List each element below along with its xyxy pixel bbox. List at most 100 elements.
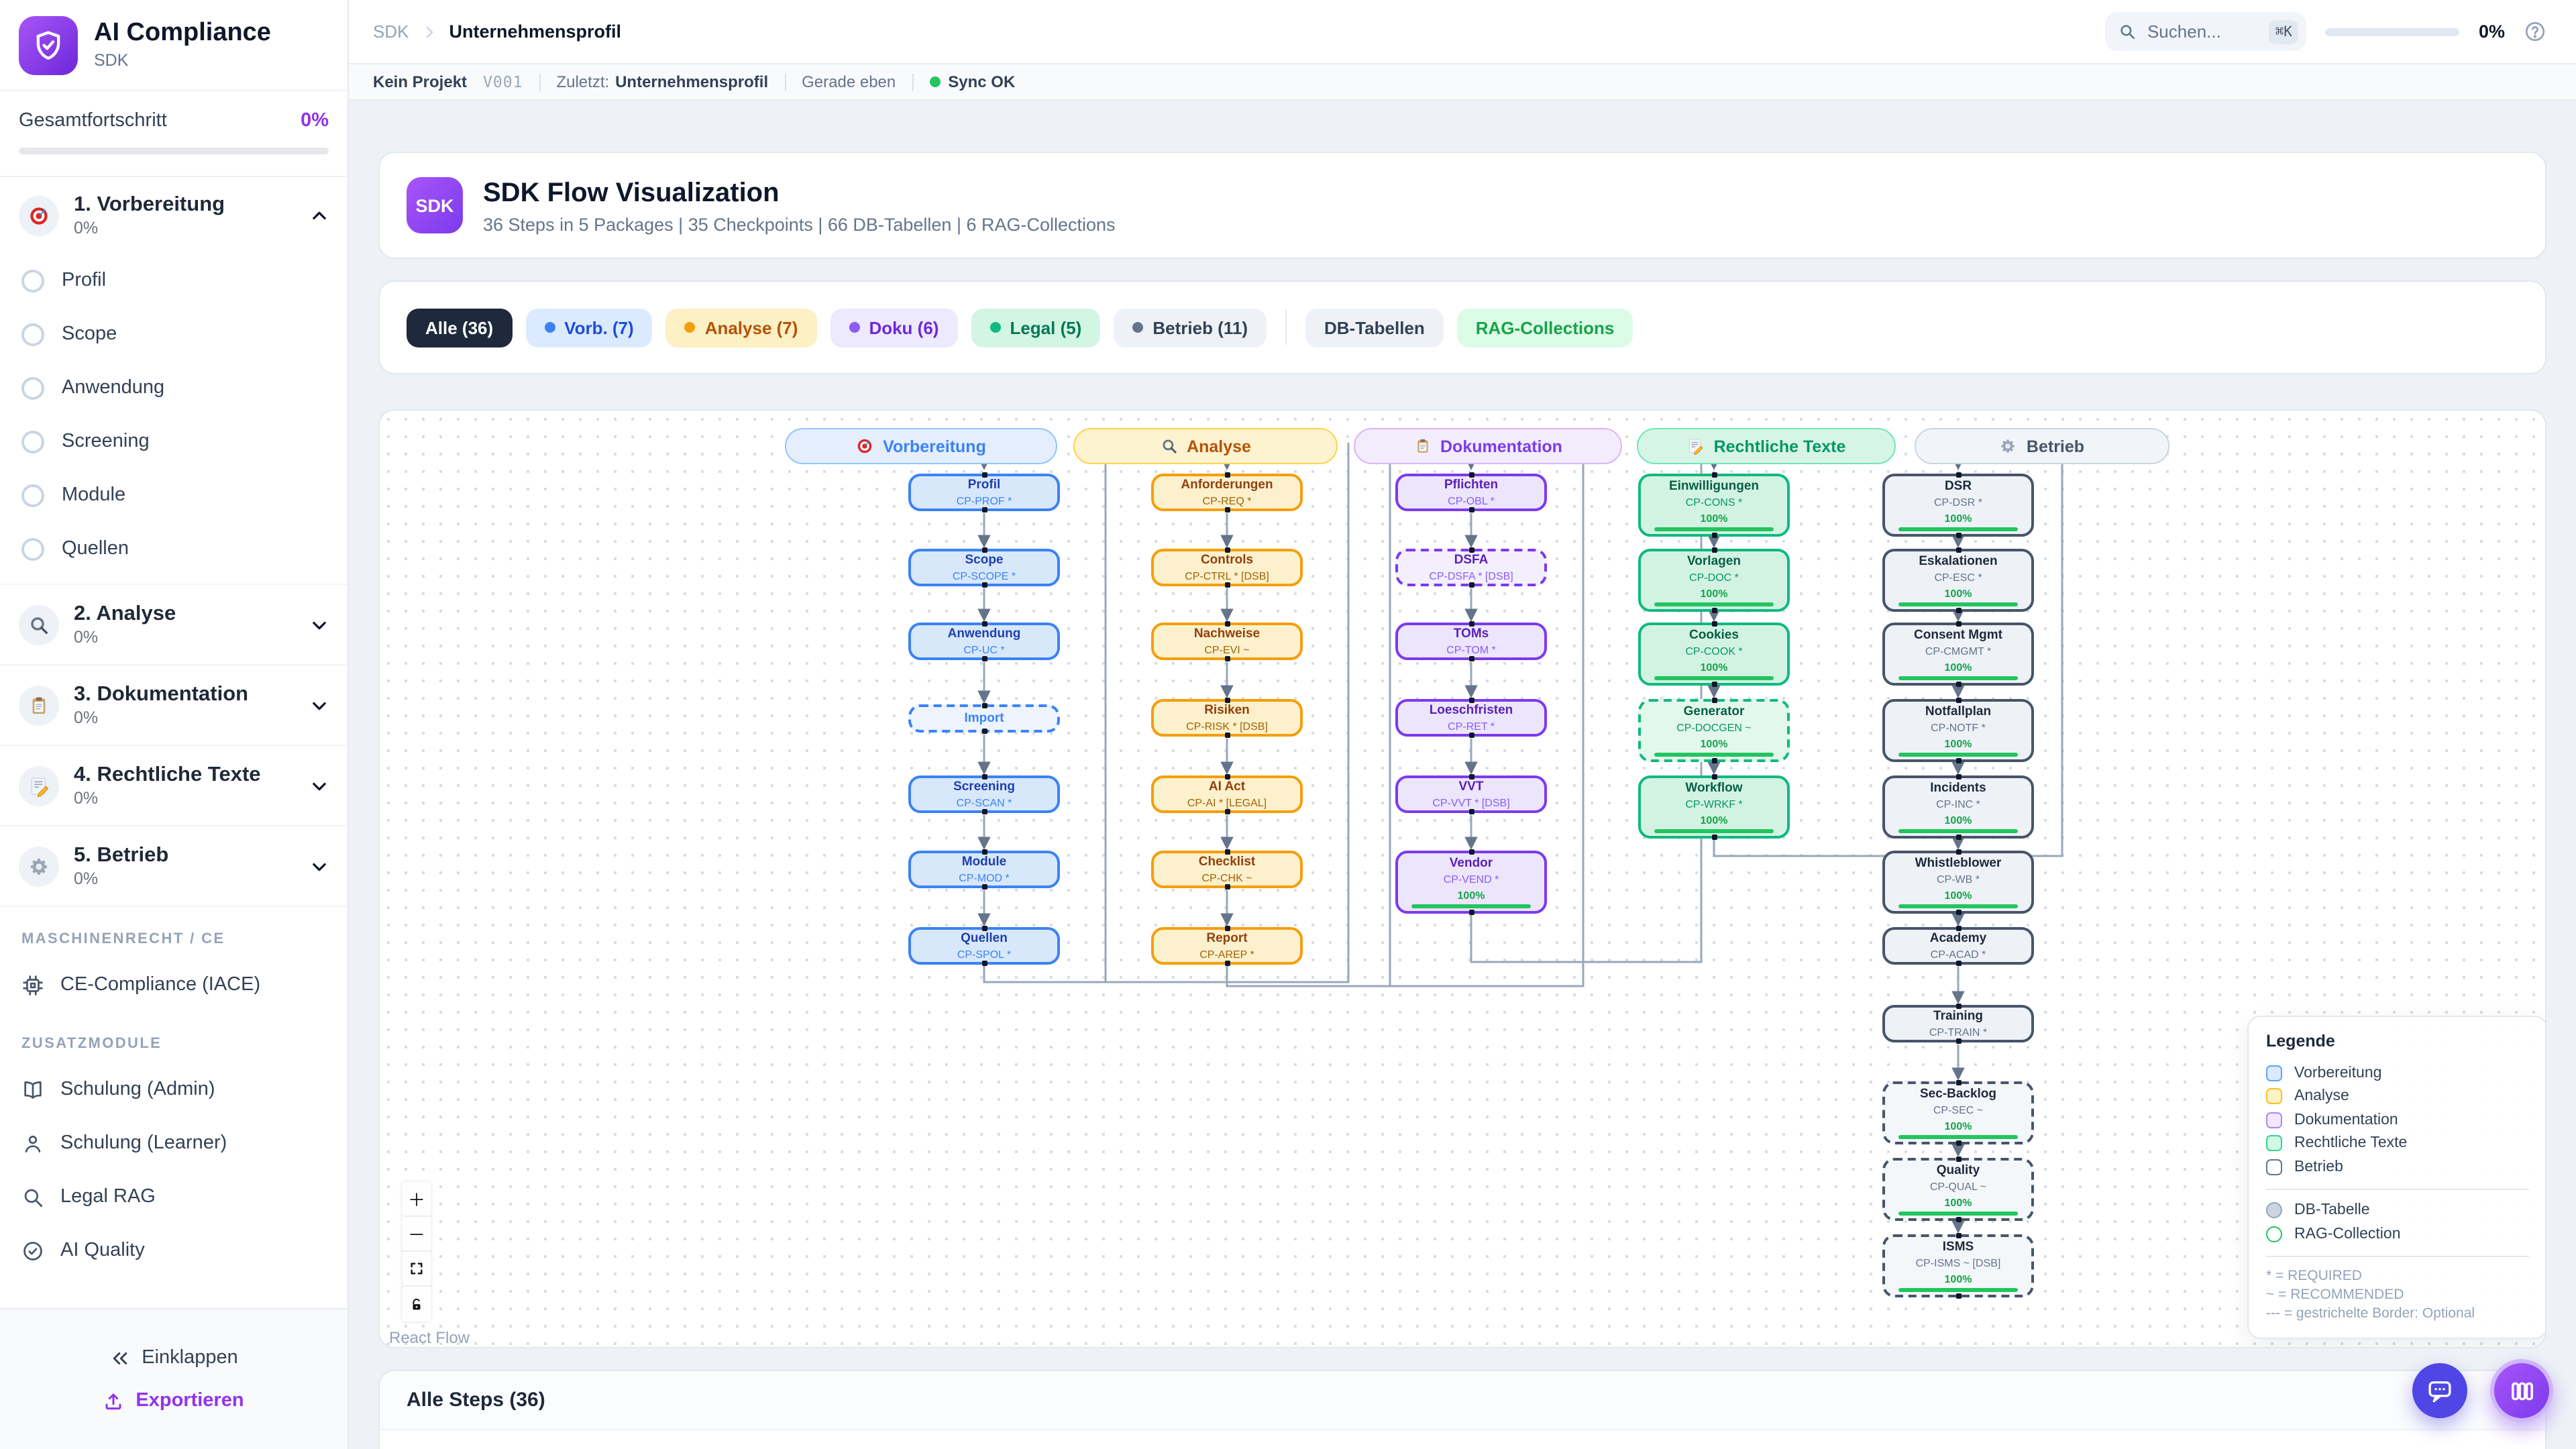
node-code: CP-SEC ~ <box>1933 1104 1984 1116</box>
search-input[interactable]: Suchen... ⌘K <box>2105 12 2307 51</box>
breadcrumb-root[interactable]: SDK <box>373 21 409 42</box>
group-label-maschinenrecht-ce: MASCHINENRECHT / CE <box>21 931 225 947</box>
filter-chip-db-tabellen[interactable]: DB-Tabellen <box>1305 308 1444 347</box>
search-placeholder: Suchen... <box>2147 21 2221 42</box>
fit-view-button[interactable] <box>402 1252 431 1287</box>
zoom-out-button[interactable]: － <box>402 1217 431 1252</box>
legend-swatch-icon <box>2266 1135 2282 1152</box>
sidebar-item-quellen[interactable]: Quellen <box>0 522 347 576</box>
filter-chip-betrieb-11[interactable]: Betrieb (11) <box>1114 308 1267 347</box>
export-button[interactable]: Exportieren <box>103 1390 244 1411</box>
legend-title: Legende <box>2266 1032 2335 1051</box>
chat-button[interactable] <box>2412 1363 2467 1418</box>
sidebar-item-legal-rag[interactable]: Legal RAG <box>0 1170 347 1224</box>
filter-chip-vorb-7[interactable]: Vorb. (7) <box>525 308 653 347</box>
legend-item-rechtliche-texte: Rechtliche Texte <box>2266 1132 2529 1155</box>
check-circle-icon <box>21 1239 44 1262</box>
filter-chip-alle-36[interactable]: Alle (36) <box>407 308 513 347</box>
filter-bar: Alle (36) Vorb. (7) Analyse (7) Doku (6) Leg… <box>378 280 2546 374</box>
node-code: CP-CTRL * [DSB] <box>1185 570 1269 582</box>
legend-circle-icon <box>2266 1202 2282 1219</box>
filter-chip-doku-6[interactable]: Doku (6) <box>830 308 958 347</box>
panels-button[interactable] <box>2490 1359 2553 1422</box>
sidebar-item-schulung-admin[interactable]: Schulung (Admin) <box>0 1063 347 1116</box>
column-header-rechtliche-texte[interactable]: Rechtliche Texte <box>1637 428 1896 464</box>
filter-chip-rag-collections[interactable]: RAG-Collections <box>1456 308 1633 347</box>
section-progress: 0% <box>74 789 99 808</box>
reactflow-attribution[interactable]: React Flow <box>389 1328 470 1347</box>
legend-item-analyse: Analyse <box>2266 1085 2529 1108</box>
column-header-dokumentation[interactable]: Dokumentation <box>1354 428 1622 464</box>
node-code: CP-CONS * <box>1685 496 1743 508</box>
sidebar-item-profil[interactable]: Profil <box>0 254 347 307</box>
filter-chip-analyse-7[interactable]: Analyse (7) <box>665 308 817 347</box>
sidebar-item-schulung-learner[interactable]: Schulung (Learner) <box>0 1116 347 1170</box>
header-progress-track <box>2325 28 2460 36</box>
node-code: CP-WRKF * <box>1685 798 1743 810</box>
zoom-in-button[interactable]: ＋ <box>402 1182 431 1217</box>
sidebar-item-ce-compliance-iace[interactable]: CE-Compliance (IACE) <box>0 958 347 1012</box>
sidebar-item-screening[interactable]: Screening <box>0 415 347 468</box>
sidebar-item-module[interactable]: Module <box>0 468 347 522</box>
column-header-betrieb[interactable]: Betrieb <box>1915 428 2169 464</box>
flow-node-import[interactable]: Import <box>908 704 1060 733</box>
sidebar-item-anwendung[interactable]: Anwendung <box>0 361 347 415</box>
sidebar-item-scope[interactable]: Scope <box>0 307 347 361</box>
app-title: AI Compliance <box>94 19 271 48</box>
radio-circle-icon <box>21 376 44 399</box>
node-code: CP-MOD * <box>959 871 1010 884</box>
column-header-vorbereitung[interactable]: Vorbereitung <box>785 428 1057 464</box>
last-saved-time: Gerade eben <box>802 72 896 91</box>
lock-button[interactable] <box>402 1287 431 1322</box>
node-progress-bar <box>1898 527 2018 531</box>
sidebar-item-ai-quality[interactable]: AI Quality <box>0 1224 347 1277</box>
collapse-sidebar-button[interactable]: Einklappen <box>109 1347 238 1368</box>
chevrons-left-icon <box>109 1348 129 1368</box>
chevron-up-icon <box>310 206 329 225</box>
help-icon[interactable] <box>2524 20 2546 43</box>
column-header-analyse[interactable]: Analyse <box>1073 428 1338 464</box>
filter-chip-legal-5[interactable]: Legal (5) <box>971 308 1101 347</box>
